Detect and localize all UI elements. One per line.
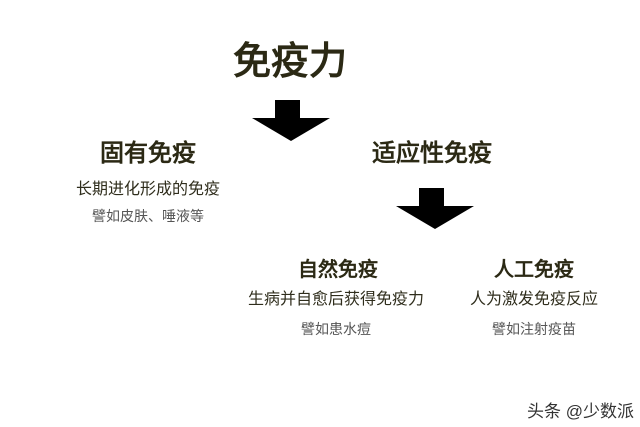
- natural-immunity-title: 自然免疫: [298, 259, 378, 281]
- innate-immunity-desc: 长期进化形成的免疫: [75, 181, 221, 198]
- natural-immunity-desc: 生病并自愈后获得免疫力: [247, 291, 425, 308]
- diagram-title: 免疫力: [232, 41, 348, 83]
- innate-immunity-example: 譬如皮肤、唾液等: [92, 208, 204, 224]
- adaptive-immunity-title: 适应性免疫: [372, 140, 492, 167]
- arrow-down-icon: [396, 188, 474, 229]
- arrow-down-icon: [252, 100, 330, 141]
- artificial-immunity-title: 人工免疫: [494, 259, 574, 281]
- artificial-immunity-desc: 人为激发免疫反应: [469, 291, 599, 308]
- innate-immunity-title: 固有免疫: [100, 140, 196, 167]
- artificial-immunity-example: 譬如注射疫苗: [492, 321, 576, 337]
- natural-immunity-example: 譬如患水痘: [301, 321, 371, 337]
- watermark: 头条 @少数派: [527, 402, 634, 421]
